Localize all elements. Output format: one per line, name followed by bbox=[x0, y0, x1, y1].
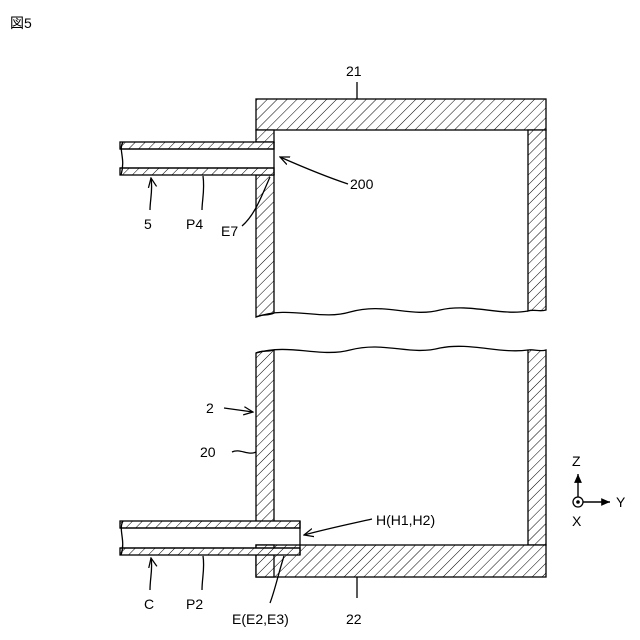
bottom-right-wall bbox=[528, 350, 546, 545]
leader-P4 bbox=[202, 176, 204, 210]
top-container bbox=[256, 99, 546, 317]
label-P4: P4 bbox=[186, 216, 203, 232]
axis-label-x: X bbox=[572, 513, 582, 529]
bottom-break-line bbox=[256, 346, 528, 353]
bottom-left-wall bbox=[256, 350, 274, 522]
figure-label: 図5 bbox=[10, 15, 32, 31]
leader-5 bbox=[150, 178, 152, 210]
label-E7: E7 bbox=[221, 223, 238, 239]
label-5: 5 bbox=[144, 216, 152, 232]
leader-H bbox=[304, 519, 372, 535]
bottom-pipe-lower-wall bbox=[120, 548, 300, 555]
axis-label-y: Y bbox=[616, 494, 626, 510]
label-20: 20 bbox=[200, 444, 216, 460]
bottom-pipe-upper-wall bbox=[120, 521, 300, 528]
label-H: H(H1,H2) bbox=[376, 512, 435, 528]
top-left-wall-lower bbox=[256, 175, 274, 317]
axis-label-z: Z bbox=[572, 453, 581, 469]
top-pipe-lower-wall bbox=[120, 168, 274, 175]
label-200: 200 bbox=[350, 176, 374, 192]
label-22: 22 bbox=[346, 611, 362, 627]
coordinate-axes: Z Y X bbox=[572, 453, 626, 529]
label-2: 2 bbox=[206, 400, 214, 416]
leader-P2 bbox=[202, 556, 204, 590]
leader-20 bbox=[232, 451, 256, 453]
leader-2 bbox=[224, 408, 253, 412]
top-pipe-upper-wall bbox=[120, 142, 274, 149]
label-P2: P2 bbox=[186, 596, 203, 612]
label-21: 21 bbox=[346, 63, 362, 79]
bottom-pipe bbox=[120, 521, 300, 555]
label-C: C bbox=[144, 596, 154, 612]
top-pipe bbox=[120, 142, 274, 175]
top-wall bbox=[256, 99, 546, 130]
top-break-line bbox=[256, 308, 528, 317]
leader-C bbox=[150, 558, 152, 590]
top-left-wall-upper bbox=[256, 130, 274, 142]
top-right-wall bbox=[528, 130, 546, 311]
label-E: E(E2,E3) bbox=[232, 611, 289, 627]
leader-200 bbox=[280, 157, 348, 184]
